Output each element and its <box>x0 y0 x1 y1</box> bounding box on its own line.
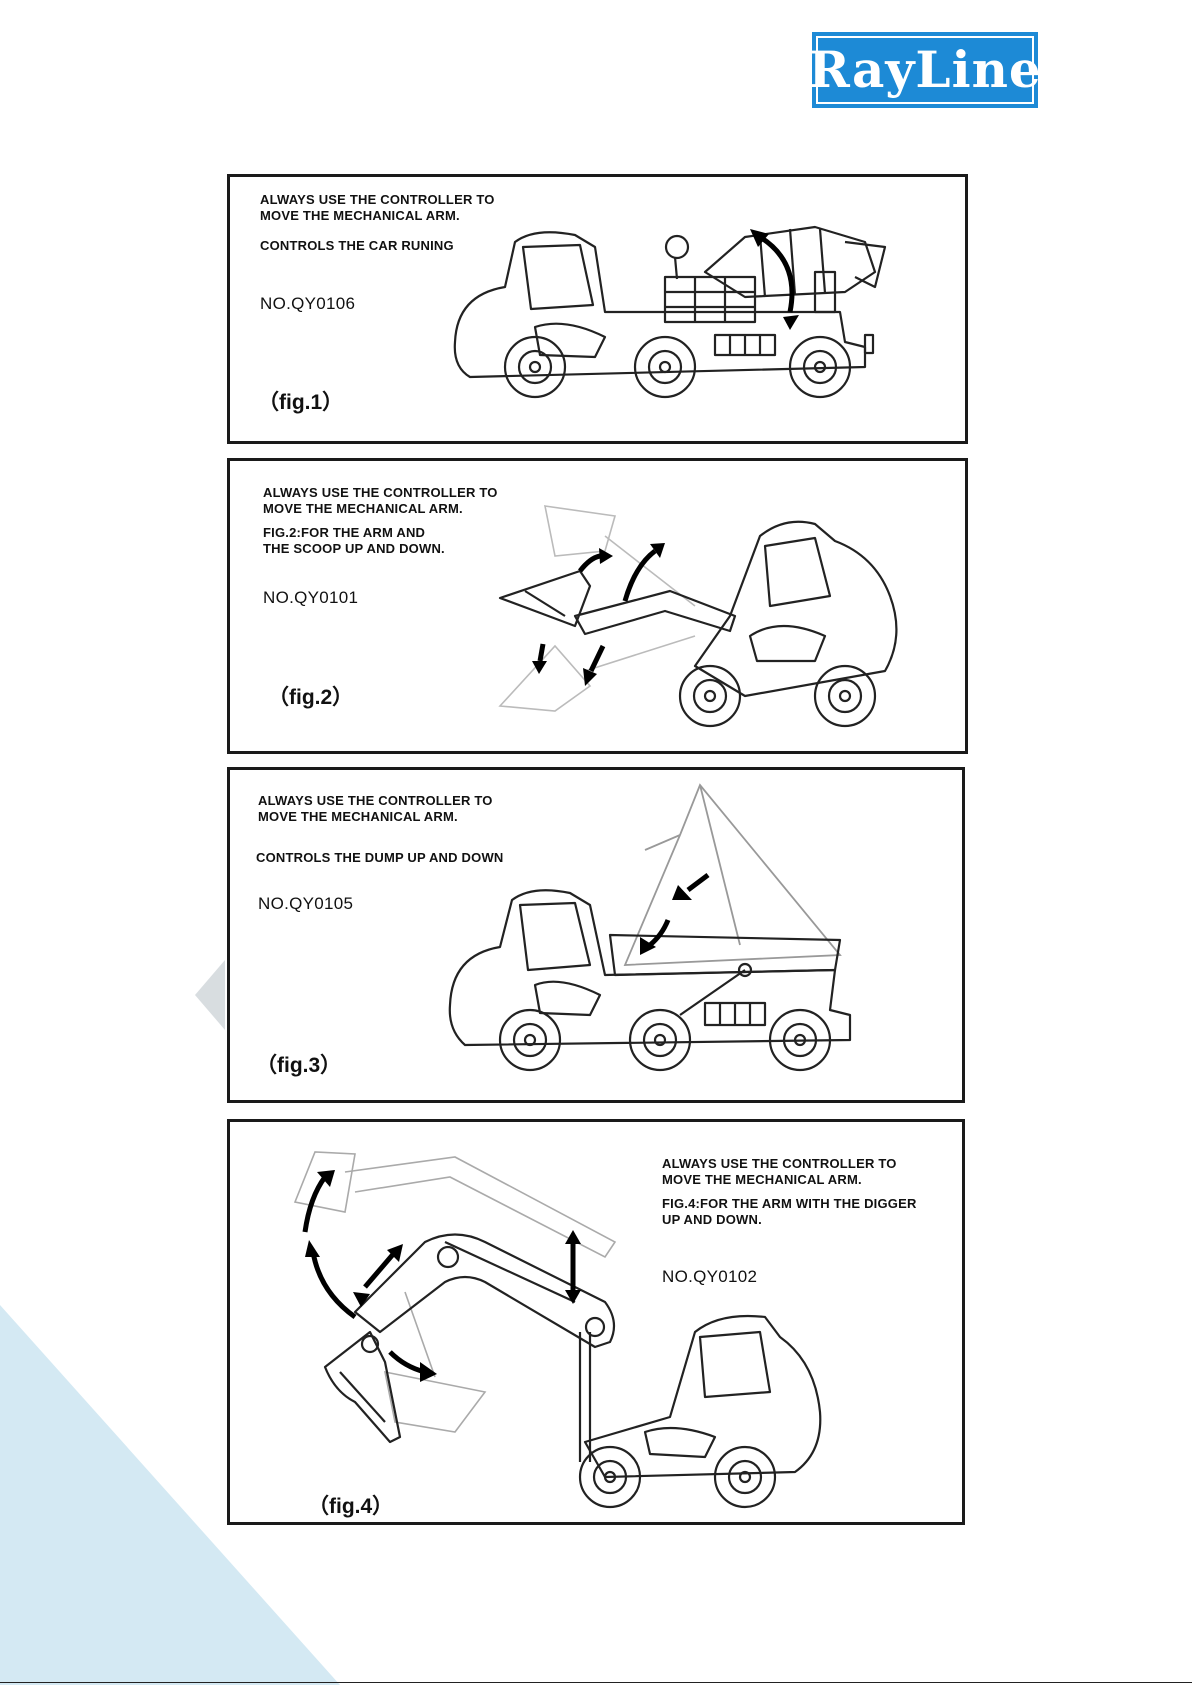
detail-text: CONTROLS THE CAR RUNING <box>260 238 454 253</box>
dump-truck-icon <box>448 783 852 1072</box>
model-number: NO.QY0101 <box>263 588 359 607</box>
panel-fig3: ALWAYS USE THE CONTROLLER TO MOVE THE ME… <box>227 767 965 1103</box>
figure-label: （fig.1） <box>258 391 344 414</box>
model-number: NO.QY0102 <box>662 1267 758 1286</box>
rayline-logo: RayLine <box>808 32 1041 108</box>
cement-mixer-truck-icon <box>453 225 887 399</box>
front-loader-icon <box>498 505 898 728</box>
model-number: NO.QY0105 <box>258 894 354 913</box>
panel-fig4: ALWAYS USE THE CONTROLLER TO MOVE THE ME… <box>227 1119 965 1525</box>
figure-label: （fig.4） <box>308 1495 394 1518</box>
page-bottom-rule <box>0 1682 1192 1683</box>
instruction-text: ALWAYS USE THE CONTROLLER TO MOVE THE ME… <box>260 192 495 223</box>
detail-text: CONTROLS THE DUMP UP AND DOWN <box>256 850 504 865</box>
instruction-text: ALWAYS USE THE CONTROLLER TO MOVE THE ME… <box>263 485 498 516</box>
detail-text: FIG.2:FOR THE ARM AND THE SCOOP UP AND D… <box>263 525 445 556</box>
excavator-icon <box>293 1151 822 1509</box>
side-tab-icon <box>195 960 225 1030</box>
detail-text: FIG.4:FOR THE ARM WITH THE DIGGER UP AND… <box>662 1196 917 1227</box>
logo-text: RayLine <box>808 36 1041 104</box>
panel-fig1: ALWAYS USE THE CONTROLLER TO MOVE THE ME… <box>227 174 968 444</box>
corner-decoration <box>0 1305 340 1685</box>
figure-label: （fig.2） <box>268 686 354 709</box>
panel-fig2: ALWAYS USE THE CONTROLLER TO MOVE THE ME… <box>227 458 968 754</box>
instruction-text: ALWAYS USE THE CONTROLLER TO MOVE THE ME… <box>662 1156 897 1187</box>
instruction-text: ALWAYS USE THE CONTROLLER TO MOVE THE ME… <box>258 793 493 824</box>
figure-label: （fig.3） <box>256 1054 342 1077</box>
model-number: NO.QY0106 <box>260 294 356 313</box>
